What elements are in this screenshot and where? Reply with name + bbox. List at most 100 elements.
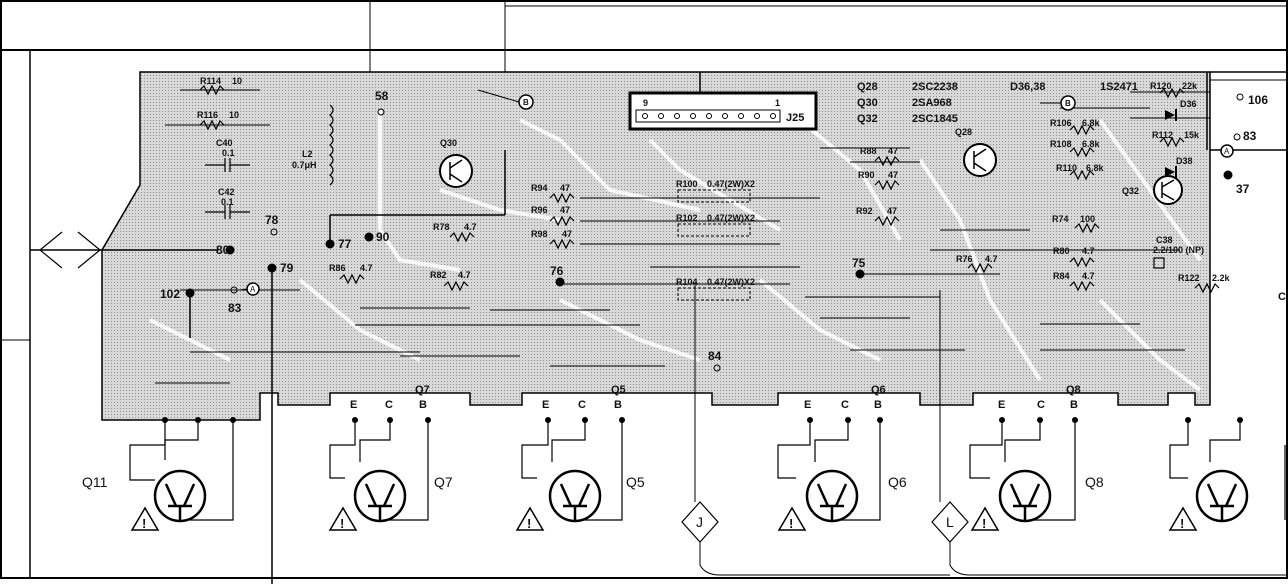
r106-value: 6.8k	[1082, 118, 1101, 128]
pad-106: 106	[1248, 93, 1268, 107]
q8-pin-c: C	[1037, 399, 1045, 411]
warning-glyph-3: !	[527, 516, 531, 531]
r96-value: 47	[560, 205, 570, 215]
left-bracket-arrow	[39, 231, 101, 269]
legend-part-1: 2SA968	[912, 97, 952, 109]
q5-label: Q5	[626, 474, 645, 490]
legend-part-2: 2SC1845	[912, 113, 958, 125]
marker-a-right: A	[1224, 147, 1230, 156]
r100-value: 0.47(2W)X2	[707, 179, 755, 189]
r120-value: 22k	[1182, 81, 1198, 91]
q6-label: Q6	[888, 474, 907, 490]
c42-ref: C42	[218, 187, 235, 197]
c40-ref: C40	[216, 138, 233, 148]
r108-ref: R108	[1050, 139, 1072, 149]
pad-58: 58	[375, 89, 389, 103]
marker-a-left: A	[250, 285, 256, 294]
q7-pin-c: C	[385, 399, 393, 411]
r92-value: 47	[887, 206, 897, 216]
q8-pin-e: E	[998, 399, 1005, 411]
q28-label: Q28	[955, 127, 972, 137]
r94-ref: R94	[531, 183, 548, 193]
pad-77: 77	[338, 237, 352, 251]
q7-label: Q7	[434, 474, 453, 490]
legend-ref-1: Q30	[857, 97, 878, 109]
r78-value: 4.7	[464, 222, 477, 232]
j25-pin-first: 9	[643, 98, 648, 108]
connection-flags: J L	[681, 285, 1288, 576]
legend-ref-3: D36,38	[1010, 81, 1045, 93]
r100-ref: R100	[676, 179, 698, 189]
r102-value: 0.47(2W)X2	[707, 213, 755, 223]
legend-part-0: 2SC2238	[912, 81, 958, 93]
pad-75: 75	[852, 256, 866, 270]
pad-102: 102	[160, 287, 180, 301]
j25-label: J25	[786, 112, 804, 124]
q5-pin-ref: Q5	[611, 384, 626, 396]
r98-ref: R98	[531, 229, 548, 239]
power-resistor-boxes	[677, 189, 751, 301]
r110-ref: R110	[1056, 163, 1077, 173]
r76-ref: R76	[956, 254, 973, 264]
r74-value: 100	[1080, 214, 1095, 224]
r80-value: 4.7	[1082, 246, 1095, 256]
r94-value: 47	[560, 183, 570, 193]
parts-legend: Q28 2SC2238 Q30 2SA968 Q32 2SC1845 D36,3…	[857, 81, 1138, 125]
r104-ref: R104	[676, 277, 698, 287]
d36-label: D36	[1180, 99, 1197, 109]
r102-ref: R102	[676, 213, 698, 223]
pad-83a: 83	[228, 301, 242, 315]
q5-pin-e: E	[542, 399, 549, 411]
warning-glyph-5: !	[982, 516, 986, 531]
r86-ref: R86	[329, 263, 346, 273]
r106-ref: R106	[1050, 118, 1072, 128]
q6-pin-e: E	[804, 399, 811, 411]
d38-label: D38	[1176, 156, 1193, 166]
r98-value: 47	[562, 229, 572, 239]
r104-value: 0.47(2W)X2	[707, 277, 755, 287]
r110-value: 6.8k	[1086, 163, 1105, 173]
small-semiconductors: Q30 Q28 Q32 D36 D38	[439, 99, 1197, 205]
r82-ref: R82	[430, 270, 447, 280]
r88-ref: R88	[860, 146, 877, 156]
power-transistors: Q11 Q7 Q5 Q6 Q8	[82, 417, 1286, 523]
r80-ref: R80	[1053, 246, 1070, 256]
r82-value: 4.7	[458, 270, 471, 280]
l2-value: 0.7μH	[292, 160, 317, 170]
connector-j25: 9 1 J25	[628, 91, 818, 131]
q5-pin-b: B	[614, 399, 622, 411]
marker-b-left: B	[523, 98, 529, 107]
q8-pin-ref: Q8	[1066, 384, 1081, 396]
legend-ref-0: Q28	[857, 81, 878, 93]
c38-ref: C38	[1156, 235, 1173, 245]
j25-pin-last: 1	[775, 98, 780, 108]
pad-80: 80	[216, 243, 230, 257]
l2-ref: L2	[302, 149, 313, 159]
r108-value: 6.8k	[1082, 139, 1101, 149]
r88-value: 47	[888, 146, 898, 156]
q6-pin-ref: Q6	[871, 384, 886, 396]
r86-value: 4.7	[360, 263, 373, 273]
legend-ref-2: Q32	[857, 113, 878, 125]
r76-value: 4.7	[985, 254, 998, 264]
c38-value: 2.2/100 (NP)	[1153, 245, 1204, 255]
r122-ref: R122	[1178, 273, 1200, 283]
r92-ref: R92	[856, 206, 873, 216]
q7-pin-ref: Q7	[415, 384, 430, 396]
resistor-labels: R114 10 R116 10 R94 47 R96 47 R98 47 R78…	[197, 76, 1231, 287]
q32-label: Q32	[1122, 186, 1139, 196]
pad-78: 78	[265, 213, 279, 227]
r122-value: 2.2k	[1212, 273, 1231, 283]
r84-ref: R84	[1053, 271, 1070, 281]
q8-label: Q8	[1085, 474, 1104, 490]
r96-ref: R96	[531, 205, 548, 215]
r116-value: 10	[229, 110, 239, 120]
warning-glyph-4: !	[789, 516, 793, 531]
q6-pin-c: C	[841, 399, 849, 411]
pad-79: 79	[280, 261, 294, 275]
pad-84: 84	[708, 349, 722, 363]
r84-value: 4.7	[1082, 271, 1095, 281]
board-wiring	[155, 89, 1210, 384]
r112-value: 15k	[1184, 130, 1200, 140]
